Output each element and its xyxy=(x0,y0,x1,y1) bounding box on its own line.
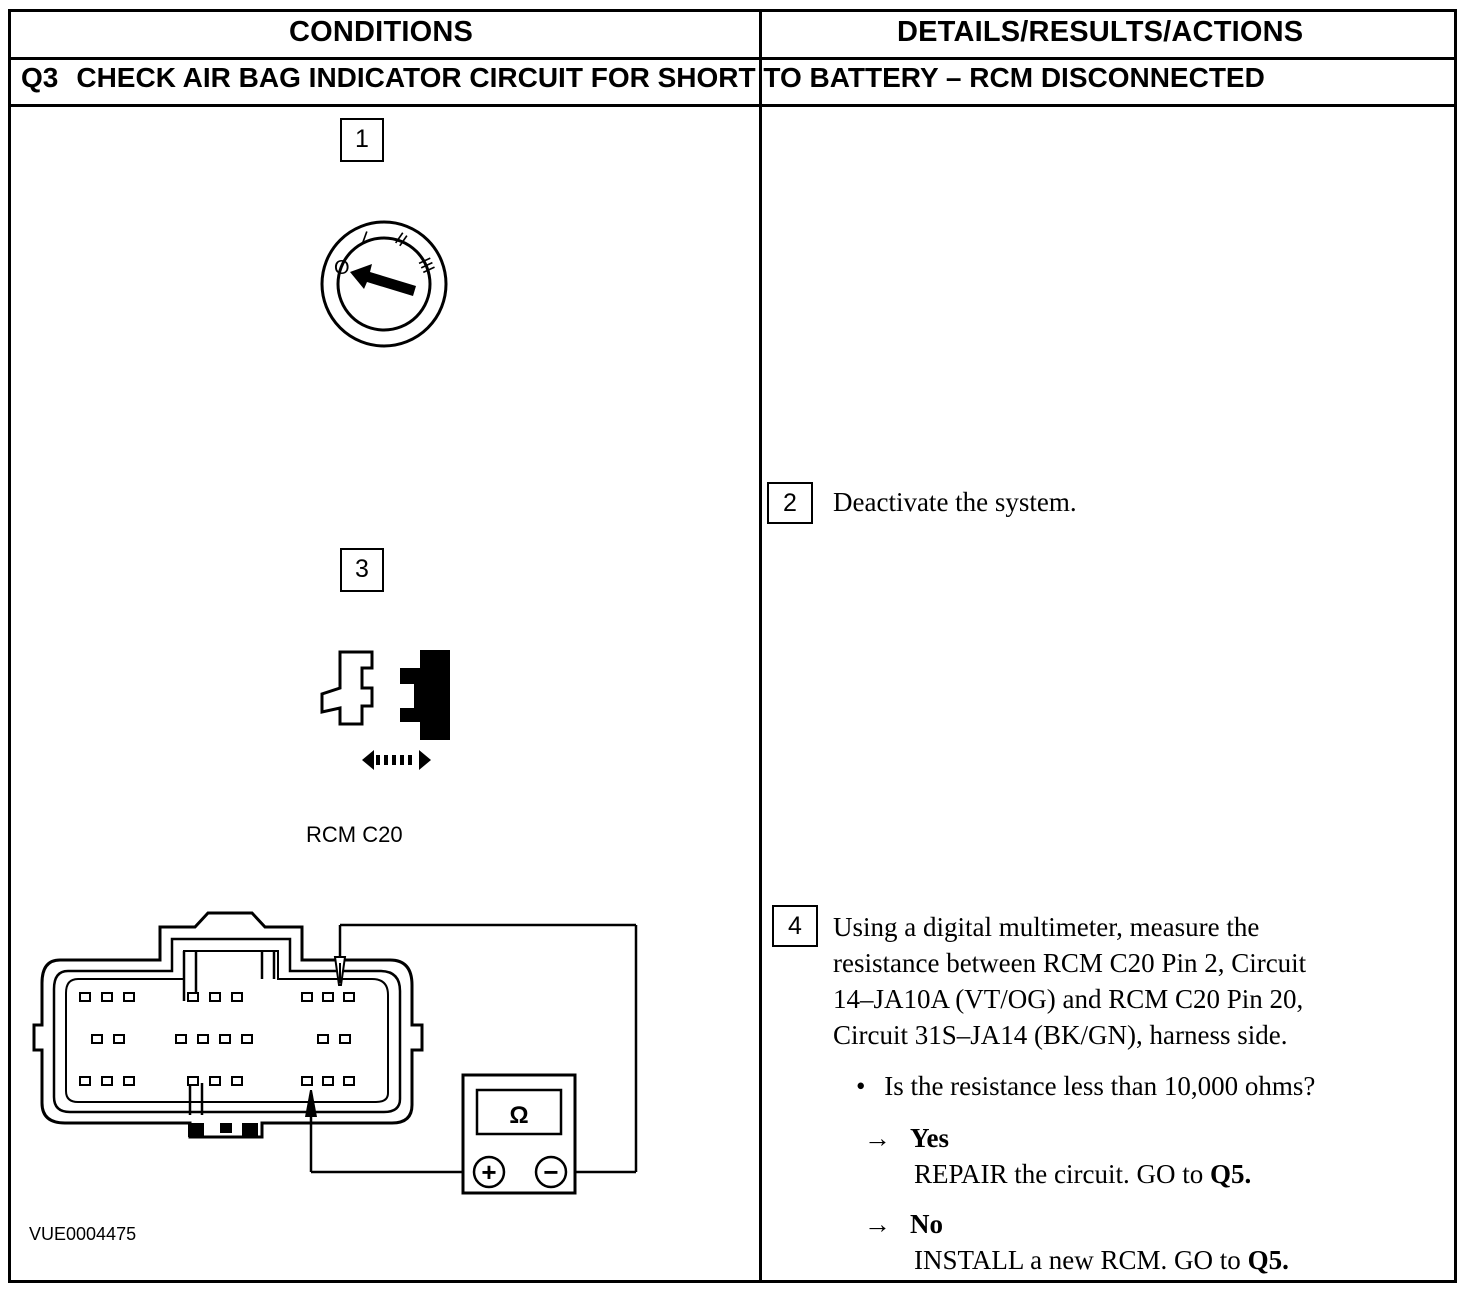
step-2-text: Deactivate the system. xyxy=(833,487,1077,517)
yes-action: REPAIR the circuit. GO to xyxy=(914,1159,1210,1189)
diagnostic-table: CONDITIONS DETAILS/RESULTS/ACTIONS Q3 CHE… xyxy=(8,9,1457,1283)
no-target: Q5. xyxy=(1247,1245,1289,1275)
arrow-right-icon: → xyxy=(864,1123,891,1153)
step-4-line-2: resistance between RCM C20 Pin 2, Circui… xyxy=(833,948,1307,978)
meter-minus-terminal: − xyxy=(543,1157,558,1187)
step-3-number-box: 3 xyxy=(340,548,384,592)
no-action: INSTALL a new RCM. GO to xyxy=(914,1245,1248,1275)
yes-target: Q5. xyxy=(1210,1159,1252,1189)
connector-label: RCM C20 xyxy=(306,822,403,847)
header-divider xyxy=(11,57,1454,60)
ignition-key-off-icon: O I II III xyxy=(320,220,448,348)
step-2-number-box: 2 xyxy=(767,482,813,524)
test-step-text: CHECK AIR BAG INDICATOR CIRCUIT FOR SHOR… xyxy=(76,62,1265,93)
details-column-header: DETAILS/RESULTS/ACTIONS xyxy=(897,16,1304,48)
meter-ohm-symbol: Ω xyxy=(509,1102,528,1129)
no-label: No xyxy=(910,1209,943,1239)
column-divider xyxy=(759,12,762,1280)
step-4-line-4: Circuit 31S–JA14 (BK/GN), harness side. xyxy=(833,1020,1288,1050)
meter-plus-terminal: + xyxy=(481,1157,496,1187)
step-4-question: • Is the resistance less than 10,000 ohm… xyxy=(856,1068,1315,1104)
figure-id: VUE0004475 xyxy=(29,1224,137,1244)
step-4-line-3: 14–JA10A (VT/OG) and RCM C20 Pin 20, xyxy=(833,984,1304,1014)
yes-label: Yes xyxy=(910,1123,949,1153)
step-4-instructions: Using a digital multimeter, measure the … xyxy=(833,909,1306,1053)
step-4-line-1: Using a digital multimeter, measure the xyxy=(833,912,1260,942)
yes-branch: → Yes REPAIR the circuit. GO to Q5. xyxy=(864,1120,1251,1192)
test-step-title: Q3 CHECK AIR BAG INDICATOR CIRCUIT FOR SH… xyxy=(21,62,1265,94)
ignition-mark-0: O xyxy=(334,257,350,279)
step-1-number-box: 1 xyxy=(340,118,384,162)
test-step-id: Q3 xyxy=(21,62,59,93)
arrow-right-icon: → xyxy=(864,1209,891,1239)
question-text: Is the resistance less than 10,000 ohms? xyxy=(884,1071,1316,1101)
connector-disconnect-icon xyxy=(320,650,450,770)
conditions-column-header: CONDITIONS xyxy=(289,16,474,48)
bullet-icon: • xyxy=(856,1071,866,1101)
no-branch: → No INSTALL a new RCM. GO to Q5. xyxy=(864,1206,1289,1278)
title-divider xyxy=(11,104,1454,107)
ignition-mark-1: I xyxy=(359,227,371,248)
connector-face-diagram: Ω + − xyxy=(32,911,638,1195)
step-4-number-box: 4 xyxy=(772,905,818,947)
